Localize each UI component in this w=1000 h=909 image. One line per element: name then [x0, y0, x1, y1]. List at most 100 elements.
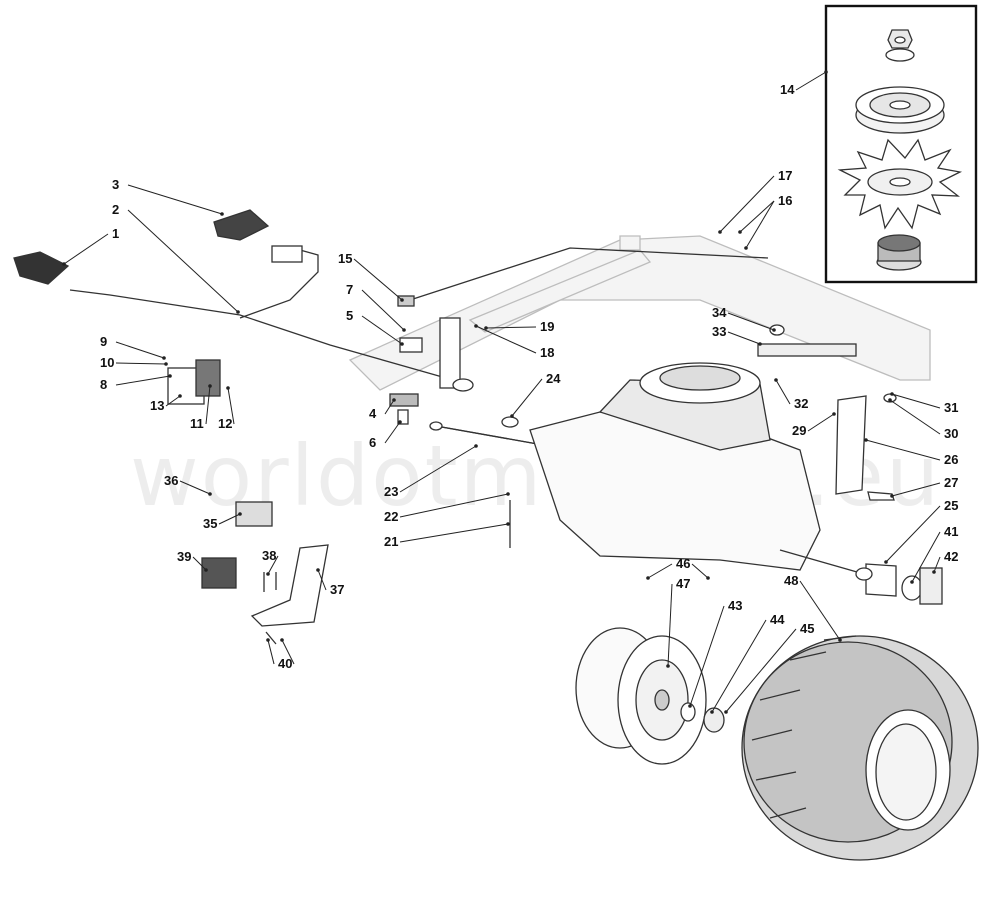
leader-dot: [864, 438, 868, 442]
nut-part: [885, 29, 915, 62]
callout-number: 48: [784, 573, 798, 588]
leader-dot: [738, 230, 742, 234]
leader-line: [399, 523, 509, 543]
leader-line: [689, 605, 725, 707]
chassis-frame: [348, 235, 931, 391]
leader-dot: [178, 394, 182, 398]
callout-25: 25: [884, 498, 958, 564]
leader-dot: [474, 444, 478, 448]
leader-dot: [910, 580, 914, 584]
callout-21: 21: [384, 522, 510, 549]
callout-29: 29: [792, 412, 836, 438]
callout-15: 15: [338, 251, 404, 302]
leader-line: [933, 556, 941, 573]
callout-33: 33: [712, 324, 762, 346]
callout-number: 7: [346, 282, 353, 297]
leader-dot: [744, 246, 748, 250]
leader-line: [127, 184, 223, 215]
leader-line: [399, 445, 477, 493]
callout-4: 4: [369, 398, 396, 421]
callout-number: 34: [712, 305, 727, 320]
callout-number: 25: [944, 498, 958, 513]
leader-dot: [890, 392, 894, 396]
callout-34: 34: [712, 305, 776, 332]
callout-number: 27: [944, 475, 958, 490]
callout-number: 21: [384, 534, 398, 549]
leader-dot: [688, 704, 692, 708]
leader-dot: [280, 638, 284, 642]
callout-number: 41: [944, 524, 958, 539]
callout-27: 27: [890, 475, 958, 498]
leader-dot: [474, 324, 478, 328]
leader-line: [361, 315, 403, 345]
callout-23: 23: [384, 444, 478, 499]
leader-dot: [884, 560, 888, 564]
callout-31: 31: [890, 392, 958, 415]
callout-48: 48: [784, 573, 842, 642]
leader-line: [384, 421, 401, 444]
callout-number: 23: [384, 484, 398, 499]
leader-dot: [710, 710, 714, 714]
callout-41: 41: [910, 524, 958, 584]
callout-number: 29: [792, 423, 806, 438]
callout-number: 18: [540, 345, 554, 360]
callout-3: 3: [112, 177, 224, 216]
callout-number: 6: [369, 435, 376, 450]
leader-dot: [724, 710, 728, 714]
leader-line: [205, 385, 211, 425]
callout-number: 26: [944, 452, 958, 467]
leader-line: [667, 583, 673, 667]
callout-42: 42: [932, 549, 958, 574]
leader-line: [727, 331, 761, 345]
leader-dot: [266, 638, 270, 642]
callout-40: 40: [266, 638, 295, 671]
leader-line: [725, 628, 797, 713]
callout-number: 17: [778, 168, 792, 183]
callout-number: 35: [203, 516, 217, 531]
leader-line: [218, 513, 241, 525]
leader-dot: [168, 374, 172, 378]
callout-30: 30: [888, 398, 958, 441]
leader-line: [889, 399, 941, 435]
leader-dot: [164, 362, 168, 366]
callout-number: 37: [330, 582, 344, 597]
callout-13: 13: [150, 394, 182, 413]
leader-dot: [220, 212, 224, 216]
callout-43: 43: [688, 598, 742, 708]
hub-part: [876, 234, 922, 271]
leader-dot: [718, 230, 722, 234]
callout-number: 14: [780, 82, 795, 97]
callout-18: 18: [474, 324, 554, 360]
leader-dot: [238, 512, 242, 516]
leader-line: [281, 639, 295, 665]
leader-dot: [506, 492, 510, 496]
leader-dot: [208, 384, 212, 388]
leader-dot: [62, 262, 66, 266]
leader-dot: [208, 492, 212, 496]
callout-14: 14: [780, 70, 828, 97]
leader-line: [384, 399, 395, 415]
leader-line: [911, 531, 941, 583]
callout-24: 24: [510, 371, 561, 418]
leader-line: [719, 175, 775, 233]
leader-dot: [506, 522, 510, 526]
callout-number: 30: [944, 426, 958, 441]
leader-dot: [772, 328, 776, 332]
leader-line: [361, 289, 405, 331]
callout-35: 35: [203, 512, 242, 531]
callout-38: 38: [262, 548, 279, 576]
leader-line: [165, 395, 181, 407]
callout-number: 32: [794, 396, 808, 411]
transaxle: [429, 362, 873, 581]
callout-number: 45: [800, 621, 814, 636]
callout-number: 5: [346, 308, 353, 323]
callout-number: 31: [944, 400, 958, 415]
leader-dot: [838, 638, 842, 642]
leader-dot: [236, 310, 240, 314]
callout-19: 19: [484, 319, 554, 334]
callout-number: 16: [778, 193, 792, 208]
callout-number: 36: [164, 473, 178, 488]
leader-dot: [162, 356, 166, 360]
inset-box: [824, 4, 978, 284]
